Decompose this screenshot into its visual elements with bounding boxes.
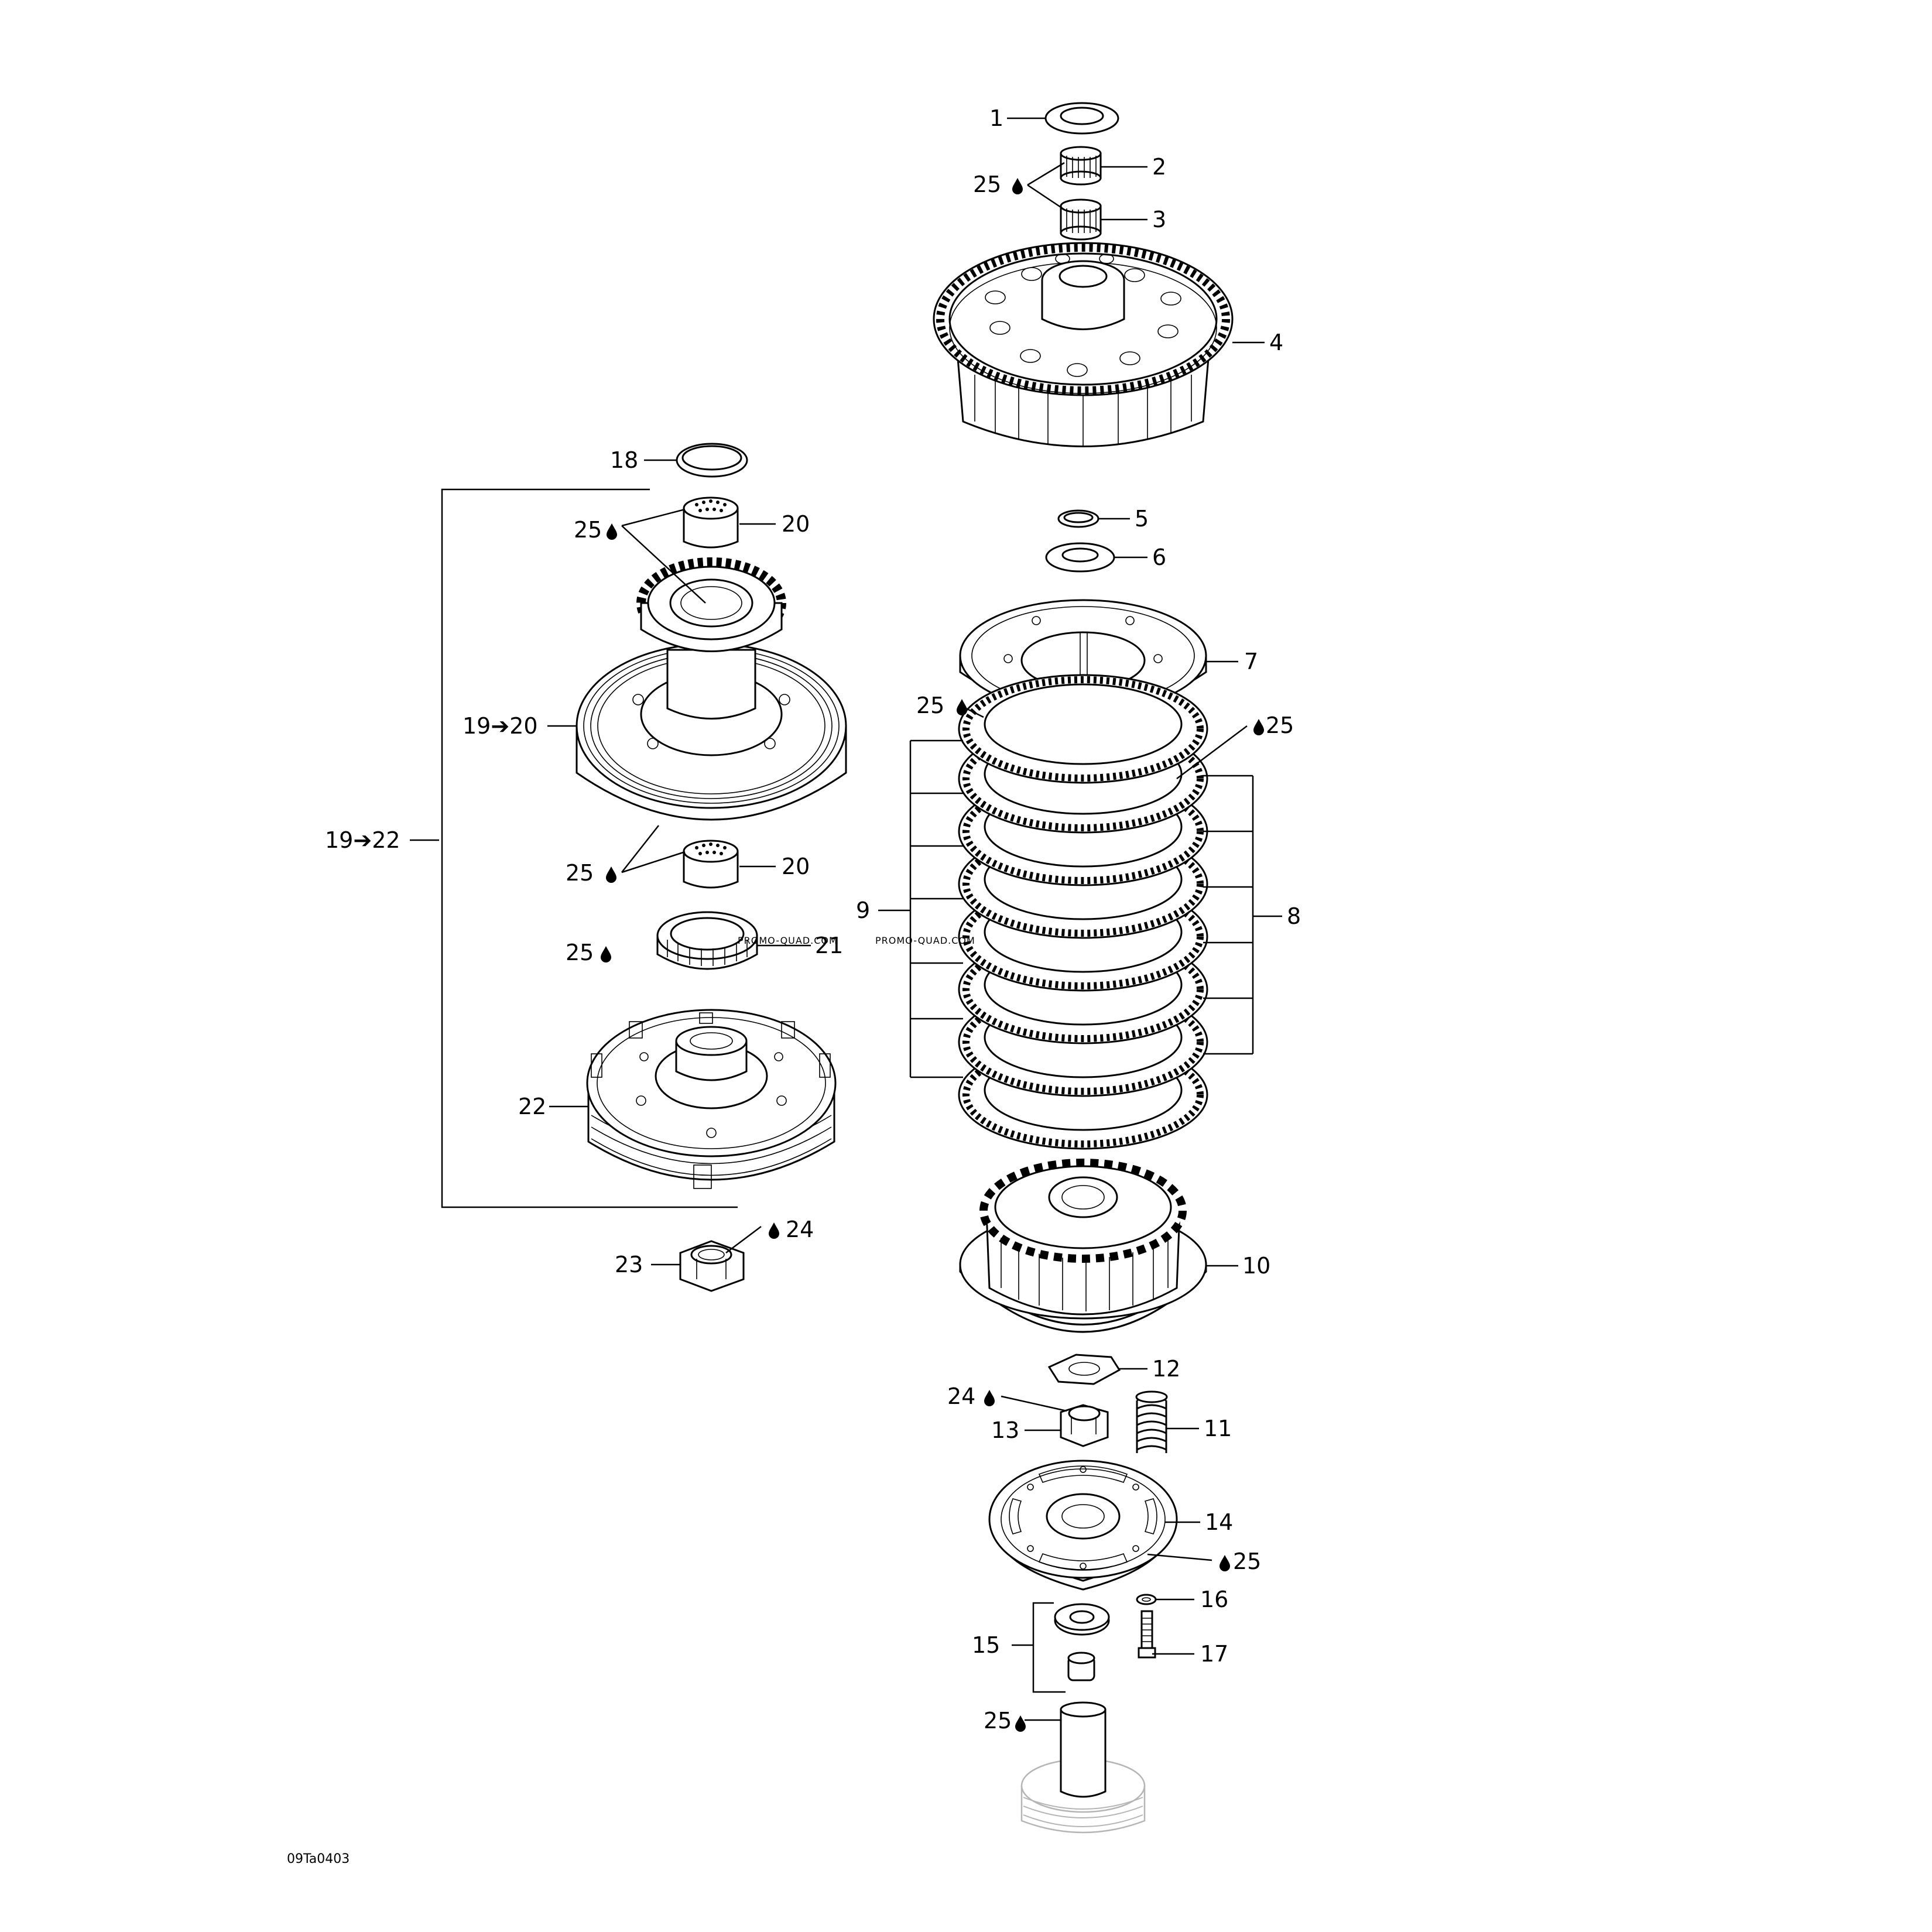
- callout-24-top: 24: [786, 1217, 814, 1242]
- part-bushing-20-bottom: [683, 840, 739, 889]
- callout-23: 23: [615, 1252, 643, 1277]
- callout-9: 9: [856, 898, 870, 923]
- callout-13: 13: [991, 1417, 1019, 1443]
- part-bushing-20-top: [683, 496, 739, 549]
- callout-18: 18: [610, 447, 638, 473]
- callout-25-shaft: 25: [984, 1708, 1012, 1734]
- callout-24-nut: 24: [947, 1383, 975, 1409]
- callout-19-22: 19➔22: [325, 827, 400, 853]
- callout-1: 1: [989, 105, 1003, 131]
- part-pushrod-shaft: [1020, 1701, 1146, 1834]
- part-release-plate-14: [988, 1460, 1178, 1591]
- part-starter-drum-19: [576, 557, 847, 821]
- part-nut-23: [679, 1240, 745, 1292]
- bracket-19-22: [441, 488, 738, 1208]
- callout-3: 3: [1152, 207, 1166, 232]
- callout-25-bushing-bottom: 25: [566, 860, 594, 886]
- part-clutch-hub-10: [959, 1159, 1207, 1333]
- callout-6: 6: [1152, 544, 1166, 570]
- callout-15: 15: [972, 1632, 1000, 1658]
- part-nut-13: [1060, 1404, 1109, 1447]
- callout-25-bearings: 25: [973, 172, 1001, 197]
- callout-22: 22: [518, 1094, 546, 1119]
- bracket-15: [1012, 1602, 1066, 1693]
- watermark-left: PROMO-QUAD.COM: [738, 935, 838, 946]
- part-ring-5: [1057, 509, 1099, 528]
- bracket-9: [878, 739, 963, 1078]
- diagram-reference-code: 09Ta0403: [287, 1852, 350, 1866]
- bracket-8: [1203, 775, 1282, 1055]
- callout-16: 16: [1200, 1587, 1228, 1612]
- part-bearing-15: [1054, 1603, 1110, 1681]
- part-washer-6: [1045, 542, 1115, 573]
- callout-25-plates-right: 25: [1266, 712, 1294, 738]
- part-clutch-housing-gear-4: [933, 242, 1234, 447]
- callout-5: 5: [1135, 506, 1149, 532]
- part-needle-bearing-2: [1060, 146, 1102, 186]
- callout-4: 4: [1269, 330, 1283, 355]
- callout-14: 14: [1205, 1509, 1233, 1535]
- callout-25-plates-left: 25: [916, 693, 944, 718]
- callout-20-bottom: 20: [782, 854, 810, 879]
- callout-2: 2: [1152, 154, 1166, 180]
- callout-10: 10: [1242, 1253, 1270, 1279]
- part-washer-18: [676, 443, 748, 478]
- part-spring-11: [1135, 1390, 1168, 1453]
- part-lock-washer-12: [1047, 1354, 1121, 1385]
- callout-25-bushing-top: 25: [574, 517, 602, 543]
- part-needle-bearing-3: [1060, 198, 1102, 241]
- part-clutch-housing-22: [586, 1009, 837, 1189]
- callout-8: 8: [1287, 903, 1301, 929]
- callout-20-top: 20: [782, 511, 810, 537]
- callout-25-sprag: 25: [566, 940, 594, 965]
- part-screw-17: [1138, 1610, 1156, 1659]
- callout-25-release-plate: 25: [1233, 1549, 1261, 1574]
- callout-labels: 1 2 3 25 4 5 6 7 25 25 8 9 10 12 24 13 1…: [325, 105, 1301, 1734]
- callout-21: 21: [815, 933, 843, 958]
- callout-12: 12: [1152, 1356, 1180, 1382]
- watermark-right: PROMO-QUAD.COM: [875, 935, 975, 946]
- part-washer-16: [1136, 1594, 1157, 1605]
- callout-7: 7: [1244, 649, 1258, 674]
- callout-11: 11: [1204, 1416, 1232, 1441]
- part-sprag-clutch-21: [656, 911, 758, 970]
- callout-17: 17: [1200, 1641, 1228, 1667]
- callout-19-20: 19➔20: [463, 713, 538, 739]
- part-clutch-plate-stack-8-9: [958, 674, 1208, 1150]
- part-thrust-washer-1: [1044, 102, 1119, 135]
